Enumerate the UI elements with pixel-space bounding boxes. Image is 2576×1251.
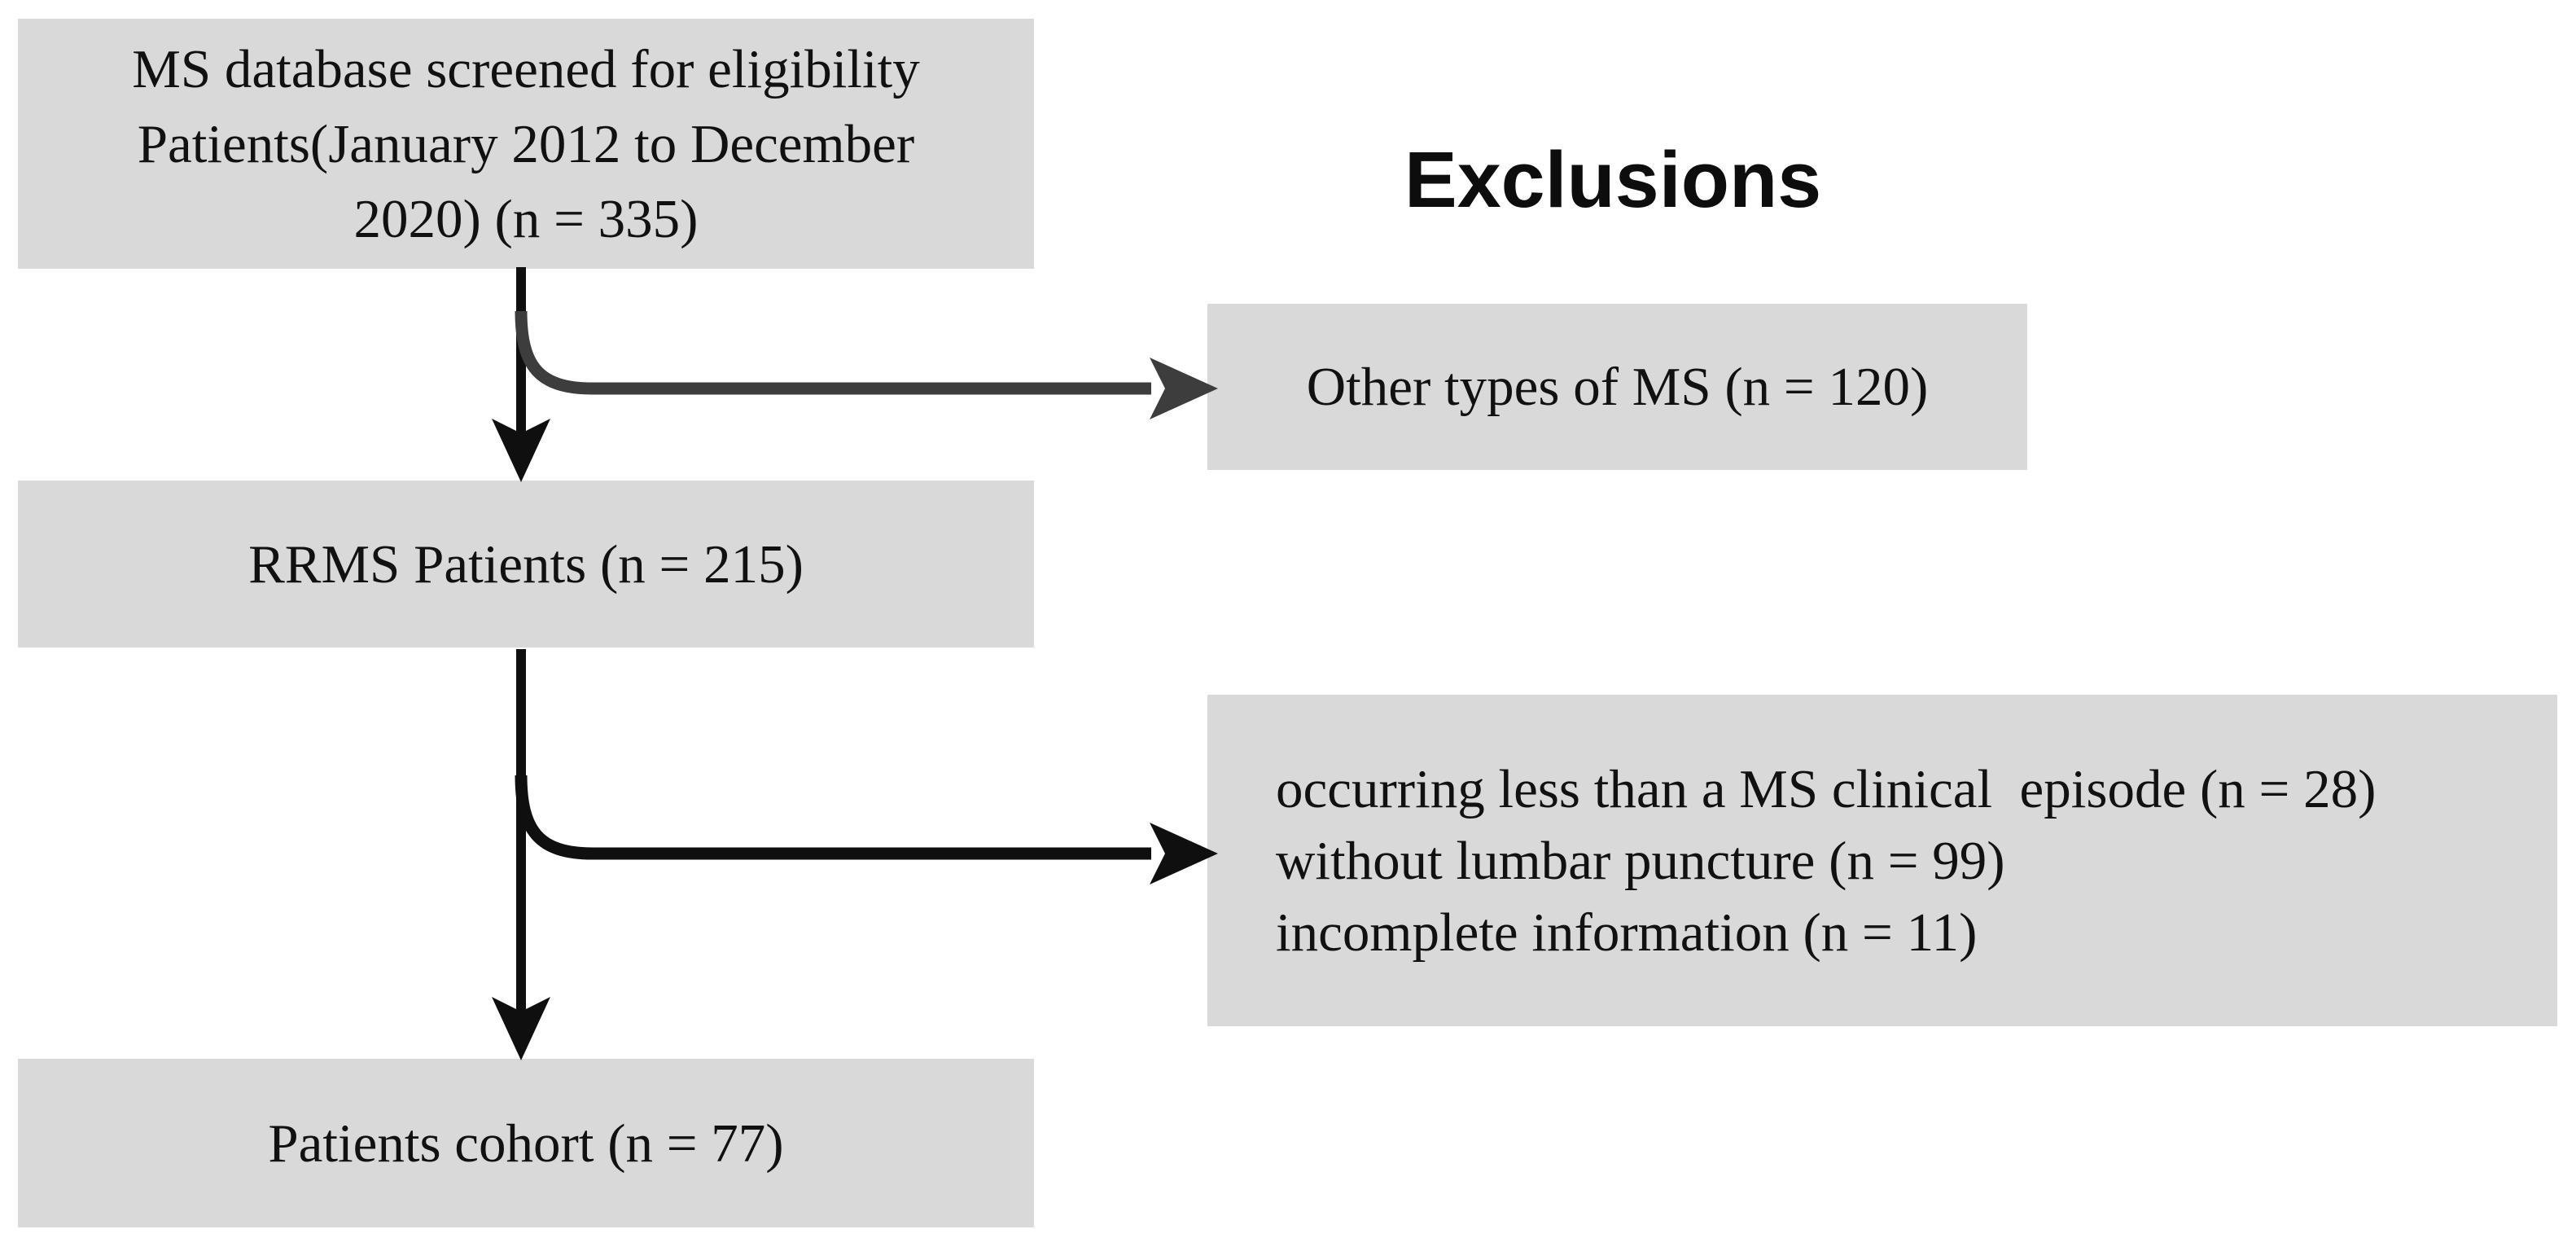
- box-patients-cohort: Patients cohort (n = 77): [18, 1059, 1034, 1227]
- arrow-down-icon: [492, 997, 550, 1060]
- branch-arrow-exclusions-line: [515, 775, 1151, 860]
- box-screened-patients: MS database screened for eligibility Pat…: [18, 19, 1034, 269]
- box-exclusion-other-ms: Other types of MS (n = 120): [1207, 304, 2027, 470]
- box-exclusion-details: occurring less than a MS clinical episod…: [1207, 695, 2557, 1026]
- branch-arrow-other-ms-line: [515, 310, 1151, 395]
- arrow-down-icon: [492, 419, 550, 482]
- box-rrms-patients: RRMS Patients (n = 215): [18, 481, 1034, 647]
- exclusions-heading: Exclusions: [1404, 135, 1822, 224]
